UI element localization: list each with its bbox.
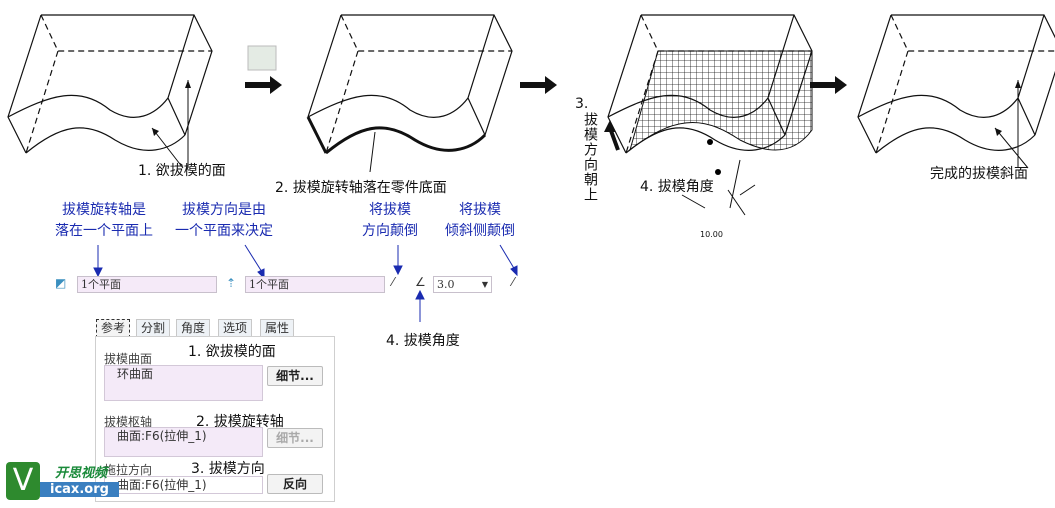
- surface-details-button[interactable]: 细节...: [267, 366, 323, 386]
- step2-label: 2. 拔模旋转轴落在零件底面: [275, 180, 447, 196]
- box-step2: [306, 14, 513, 173]
- draft-surface-collector[interactable]: 环曲面: [104, 365, 263, 401]
- dimension-value: 10.00: [700, 230, 723, 239]
- tab-references[interactable]: 参考: [96, 319, 131, 338]
- hinge-field[interactable]: 1个平面: [77, 276, 217, 293]
- watermark-logo: V: [6, 462, 40, 500]
- tab-angles[interactable]: 角度: [176, 319, 211, 337]
- note-flip-side: 将拔模倾斜侧颠倒: [445, 202, 515, 239]
- flip-side-icon[interactable]: ⁄: [512, 275, 515, 289]
- note-flip-direction: 将拔模方向颠倒: [362, 202, 418, 239]
- step5-label: 完成的拔模斜面: [930, 166, 1028, 182]
- step3-number: 3.: [575, 96, 589, 112]
- pull-direction-field[interactable]: 1个平面: [245, 276, 385, 293]
- draft-surface-label: 拔模曲面: [104, 352, 153, 366]
- box-step4: [857, 14, 1055, 169]
- box-step3: [604, 14, 813, 216]
- tab-properties[interactable]: 属性: [260, 319, 295, 337]
- watermark-site: icax.org: [40, 482, 119, 497]
- flip-button[interactable]: 反向: [267, 474, 323, 494]
- tab-split[interactable]: 分割: [136, 319, 171, 337]
- angle-select[interactable]: 3.0▼: [433, 276, 492, 293]
- step4-label: 4. 拔模角度: [640, 179, 714, 195]
- pull-direction-note: 3. 拔模方向: [191, 461, 265, 477]
- draft-tool-icon: [247, 45, 277, 71]
- draft-surface-note: 1. 欲拔模的面: [188, 344, 276, 360]
- flip-direction-icon[interactable]: ⁄: [392, 275, 395, 289]
- angle-note: 4. 拔模角度: [386, 333, 460, 349]
- step3-label: 拔模方向朝上: [582, 112, 598, 202]
- step1-label: 1. 欲拔模的面: [138, 163, 226, 179]
- pull-direction-collector[interactable]: 曲面:F6(拉伸_1): [104, 476, 263, 494]
- note-hinge-plane: 拔模旋转轴是落在一个平面上: [55, 202, 153, 239]
- process-arrows: [245, 76, 847, 94]
- pull-direction-icon: ⇡: [226, 276, 237, 290]
- chevron-down-icon: ▼: [481, 280, 488, 289]
- pull-direction-label: 拖拉方向: [104, 463, 153, 477]
- tab-options[interactable]: 选项: [218, 319, 253, 337]
- note-direction-plane: 拔模方向是由一个平面来决定: [175, 202, 273, 239]
- watermark-brand: 开思视频: [55, 466, 108, 481]
- hinge-label: 拔模枢轴: [104, 415, 153, 429]
- box-step1: [7, 14, 213, 169]
- hinge-collector[interactable]: 曲面:F6(拉伸_1): [104, 427, 263, 457]
- hinge-icon: ◩: [55, 276, 67, 290]
- angle-icon: ∠: [415, 275, 426, 289]
- hinge-details-button: 细节...: [267, 428, 323, 448]
- hinge-note: 2. 拔模旋转轴: [196, 414, 284, 430]
